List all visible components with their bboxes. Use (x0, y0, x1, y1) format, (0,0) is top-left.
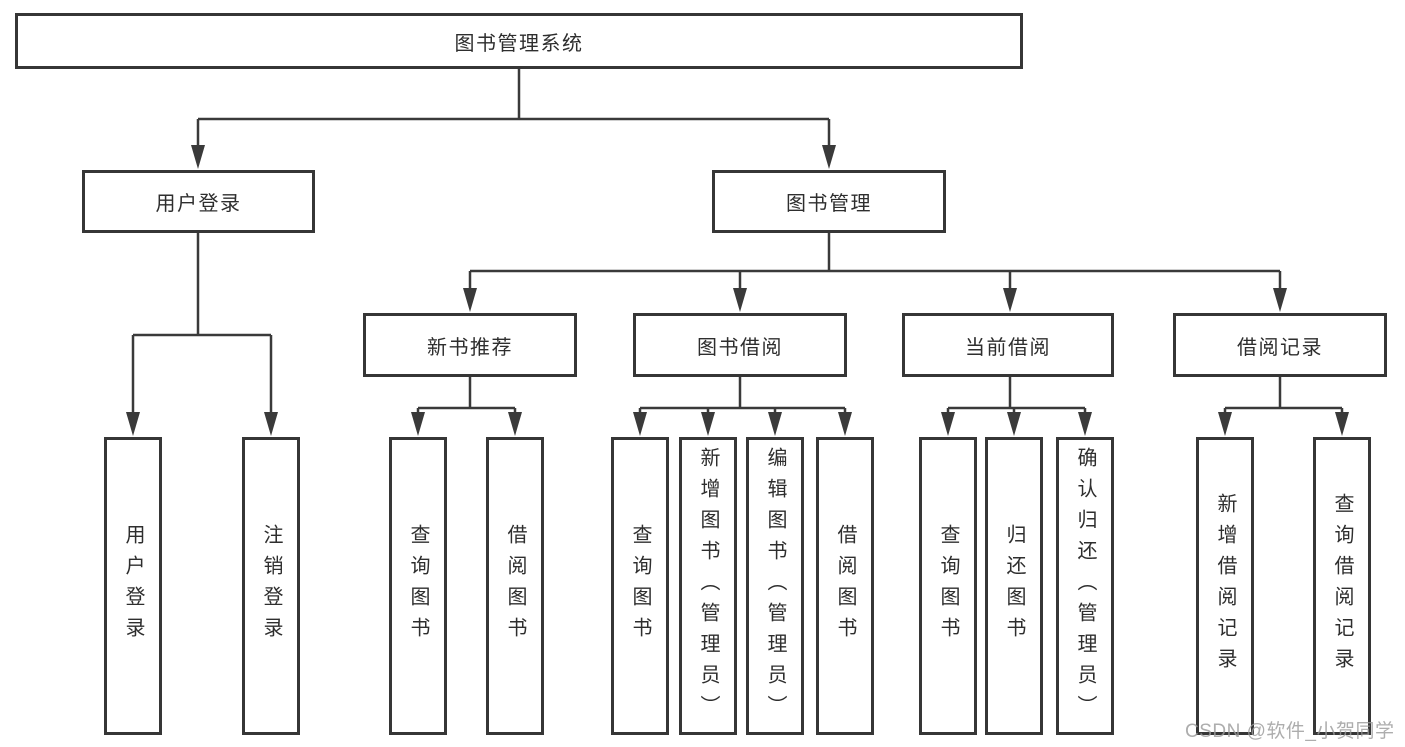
arrowhead-icon (768, 412, 782, 436)
leaf-label: 归还图书 (1003, 524, 1025, 648)
node-label: 图书借阅 (697, 336, 783, 359)
arrowhead-icon (633, 412, 647, 436)
leaf-return-books: 归还图书 (985, 437, 1043, 735)
arrowhead-icon (463, 288, 477, 312)
arrowhead-icon (941, 412, 955, 436)
node-new-book-recommend: 新书推荐 (363, 313, 577, 377)
node-current-borrow: 当前借阅 (902, 313, 1114, 377)
leaf-query-borrow-record: 查询借阅记录 (1313, 437, 1371, 735)
arrowhead-icon (1335, 412, 1349, 436)
node-label: 用户登录 (155, 193, 242, 215)
arrowhead-icon (191, 145, 205, 169)
arrowhead-icon (701, 412, 715, 436)
arrowhead-icon (411, 412, 425, 436)
leaf-query-books-current: 查询图书 (919, 437, 977, 735)
node-label: 借阅记录 (1237, 336, 1323, 359)
leaf-label: 确认归还（管理员） (1074, 446, 1096, 726)
node-borrow-records: 借阅记录 (1173, 313, 1387, 377)
leaf-logout-login: 注销登录 (242, 437, 300, 735)
node-user-login: 用户登录 (82, 170, 315, 233)
arrowhead-icon (1218, 412, 1232, 436)
leaf-label: 新增图书（管理员） (697, 446, 719, 726)
leaf-edit-books-admin: 编辑图书（管理员） (746, 437, 804, 735)
leaf-borrow-books: 借阅图书 (816, 437, 874, 735)
arrowhead-icon (508, 412, 522, 436)
connector-borrow-to-leaves (638, 377, 847, 416)
node-library-management-system: 图书管理系统 (15, 13, 1023, 69)
arrowhead-icon (1007, 412, 1021, 436)
leaf-add-books-admin: 新增图书（管理员） (679, 437, 737, 735)
node-book-borrow: 图书借阅 (633, 313, 847, 377)
arrowhead-icon (733, 288, 747, 312)
node-book-management: 图书管理 (712, 170, 946, 233)
leaf-label: 查询借阅记录 (1331, 493, 1353, 679)
leaf-label: 用户登录 (122, 524, 144, 648)
leaf-label: 借阅图书 (834, 524, 856, 648)
node-label: 图书管理 (786, 193, 872, 215)
leaf-label: 查询图书 (407, 524, 429, 648)
leaf-query-books-recommend: 查询图书 (389, 437, 447, 735)
arrowhead-icon (1078, 412, 1092, 436)
arrowhead-icon (822, 145, 836, 169)
leaf-label: 借阅图书 (504, 524, 526, 648)
leaf-confirm-return-admin: 确认归还（管理员） (1056, 437, 1114, 735)
leaf-label: 编辑图书（管理员） (764, 446, 786, 726)
leaf-label: 查询图书 (937, 524, 959, 648)
connector-user-login-to-leaves (131, 233, 273, 415)
connector-book-management-to-modules (468, 233, 1282, 291)
leaf-label: 新增借阅记录 (1214, 493, 1236, 679)
connector-current-to-leaves (946, 377, 1087, 416)
leaf-user-login: 用户登录 (104, 437, 162, 735)
leaf-query-books-borrow: 查询图书 (611, 437, 669, 735)
arrowhead-icon (264, 412, 278, 436)
leaf-label: 注销登录 (260, 524, 282, 648)
leaf-label: 查询图书 (629, 524, 651, 648)
connector-root-to-level2 (196, 69, 831, 148)
connector-records-to-leaves (1223, 377, 1344, 416)
node-label: 新书推荐 (427, 336, 513, 359)
csdn-watermark: CSDN @软件_小贺同学 (1185, 721, 1395, 742)
node-label: 图书管理系统 (454, 32, 584, 55)
arrowhead-icon (1273, 288, 1287, 312)
arrowhead-icon (126, 412, 140, 436)
arrowhead-icon (1003, 288, 1017, 312)
connector-recommend-to-leaves (416, 377, 517, 416)
leaf-borrow-books-recommend: 借阅图书 (486, 437, 544, 735)
arrowhead-icon (838, 412, 852, 436)
leaf-add-borrow-record: 新增借阅记录 (1196, 437, 1254, 735)
node-label: 当前借阅 (965, 336, 1051, 359)
arrowheads (126, 145, 1349, 436)
